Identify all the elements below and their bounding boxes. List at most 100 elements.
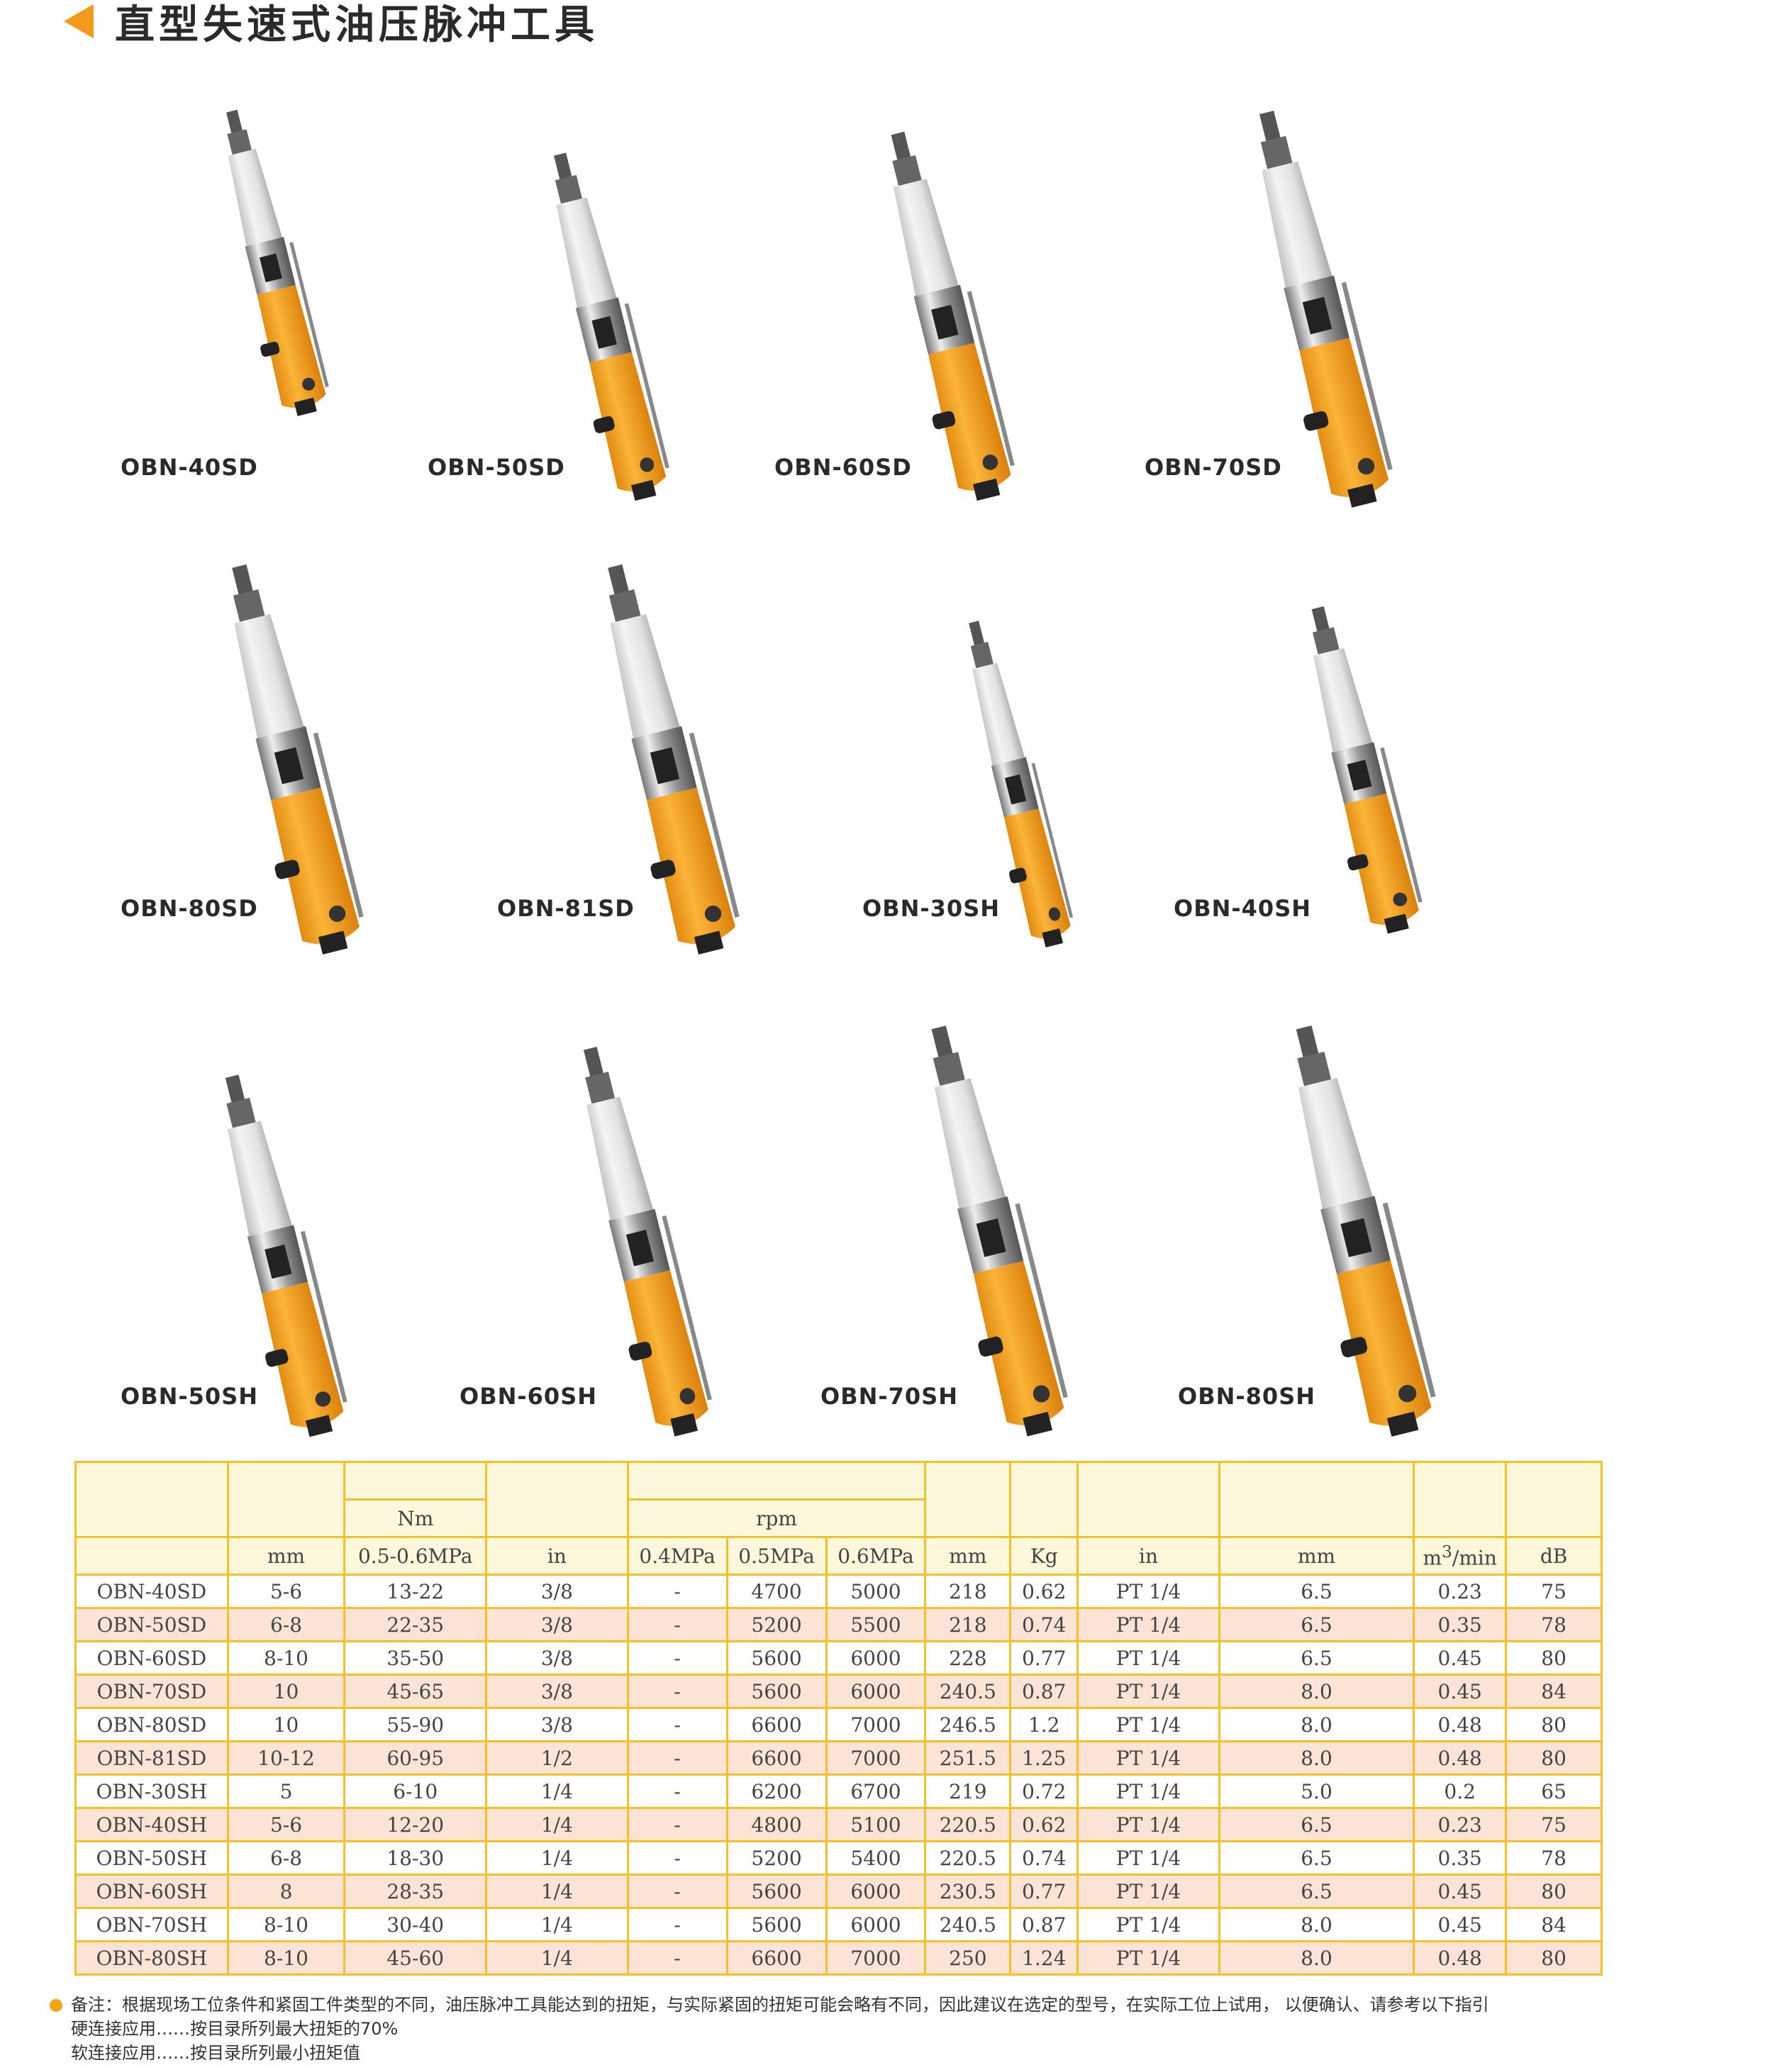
table-cell: 5100 — [825, 1807, 927, 1842]
table-cell: 0.48 — [1413, 1740, 1508, 1776]
table-cell: 8-10 — [226, 1940, 346, 1976]
model-cell: OBN-60SH — [74, 1874, 229, 1909]
table-cell: 0.48 — [1413, 1940, 1508, 1976]
table-cell: - — [626, 1874, 728, 1909]
table-cell: 28-35 — [343, 1874, 488, 1909]
table-cell: 0.45 — [1413, 1674, 1508, 1709]
table-cell: 55-90 — [343, 1707, 488, 1742]
model-label: OBN-81SD — [497, 895, 635, 922]
table-cell: 6.5 — [1218, 1807, 1415, 1842]
table-cell: 6000 — [825, 1907, 927, 1942]
model-cell: OBN-80SH — [74, 1940, 229, 1976]
table-cell: PT 1/4 — [1076, 1774, 1220, 1809]
table-cell: - — [626, 1840, 728, 1876]
table-cell: 8.0 — [1218, 1940, 1415, 1976]
tool-image-obn-80sh — [1256, 1015, 1454, 1445]
table-cell: 45-60 — [343, 1940, 488, 1976]
tool-image-obn-40sd — [197, 102, 341, 422]
table-cell: - — [626, 1674, 728, 1709]
table-cell: PT 1/4 — [1076, 1607, 1220, 1642]
header-cell — [343, 1461, 488, 1501]
unit-cell: in — [485, 1536, 629, 1576]
table-cell: 6.5 — [1218, 1607, 1415, 1642]
table-cell: 8-10 — [226, 1907, 346, 1942]
speed-group-header: rpm — [626, 1498, 927, 1538]
table-cell: 12-20 — [343, 1807, 488, 1842]
table-cell: 22-35 — [343, 1607, 488, 1642]
table-cell: 6000 — [825, 1640, 927, 1676]
table-cell: 10 — [226, 1674, 346, 1709]
air-unit-cell: m3/min — [1413, 1536, 1508, 1576]
model-cell: OBN-70SD — [74, 1674, 229, 1709]
table-cell: 1/4 — [485, 1774, 629, 1809]
bullet-dot-icon — [50, 1999, 62, 2012]
table-cell: 1/4 — [485, 1940, 629, 1976]
table-cell: 5 — [226, 1774, 346, 1809]
table-cell: 1/4 — [485, 1907, 629, 1942]
table-cell: 0.74 — [1009, 1607, 1079, 1642]
table-cell: 6-8 — [226, 1840, 346, 1876]
table-cell: 8.0 — [1218, 1740, 1415, 1776]
note-main: 备注：根据现场工位条件和紧固工件类型的不同，油压脉冲工具能达到的扭矩，与实际紧固… — [50, 1993, 1489, 2017]
table-cell: 10-12 — [226, 1740, 346, 1776]
table-cell: 8.0 — [1218, 1707, 1415, 1742]
table-cell: 3/8 — [485, 1574, 629, 1609]
triangle-left-icon — [64, 4, 94, 38]
table-cell: 5200 — [725, 1607, 828, 1642]
table-cell: 75 — [1505, 1574, 1603, 1609]
table-cell: 6.5 — [1218, 1840, 1415, 1876]
air-unit-suffix: min — [1459, 1546, 1497, 1570]
table-cell: 13-22 — [343, 1574, 488, 1609]
table-cell: 0.72 — [1009, 1774, 1079, 1809]
table-cell: 80 — [1505, 1640, 1603, 1676]
model-label: OBN-70SH — [820, 1383, 959, 1410]
table-cell: 80 — [1505, 1874, 1603, 1909]
table-cell: 6600 — [725, 1740, 828, 1776]
table-cell: 78 — [1505, 1607, 1603, 1642]
table-cell: 0.45 — [1413, 1640, 1508, 1676]
table-cell: 5-6 — [226, 1807, 346, 1842]
table-cell: 0.2 — [1413, 1774, 1508, 1809]
table-cell: 6-8 — [226, 1607, 346, 1642]
air-unit-prefix: m — [1423, 1546, 1442, 1570]
table-header-row — [74, 1461, 1603, 1538]
tool-image-obn-40sh — [1280, 599, 1436, 941]
model-cell: OBN-70SH — [74, 1907, 229, 1942]
table-cell: 35-50 — [343, 1640, 488, 1676]
header-cell — [924, 1461, 1012, 1538]
table-cell: 0.35 — [1413, 1607, 1508, 1642]
table-cell: 4800 — [725, 1807, 828, 1842]
table-cell: 0.62 — [1009, 1807, 1079, 1842]
model-label: OBN-80SH — [1178, 1383, 1316, 1410]
model-cell: OBN-50SD — [74, 1607, 229, 1642]
table-cell: - — [626, 1740, 728, 1776]
table-cell: 246.5 — [924, 1707, 1012, 1742]
table-cell: - — [626, 1907, 728, 1942]
table-cell: 80 — [1505, 1740, 1603, 1776]
table-cell: PT 1/4 — [1076, 1674, 1220, 1709]
table-cell: 8.0 — [1218, 1907, 1415, 1942]
torque-group-header: Nm — [343, 1498, 488, 1538]
table-cell: 6200 — [725, 1774, 828, 1809]
table-cell: 6700 — [825, 1774, 927, 1809]
notes: 备注：根据现场工位条件和紧固工件类型的不同，油压脉冲工具能达到的扭矩，与实际紧固… — [50, 1993, 1489, 2065]
table-cell: 8 — [226, 1874, 346, 1909]
table-cell: - — [626, 1707, 728, 1742]
table-cell: PT 1/4 — [1076, 1940, 1220, 1976]
table-cell: 0.74 — [1009, 1840, 1079, 1876]
table-cell: 218 — [924, 1607, 1012, 1642]
table-cell: 1/2 — [485, 1740, 629, 1776]
table-cell: 1/4 — [485, 1840, 629, 1876]
page-header: 直型失速式油压脉冲工具 — [64, 0, 599, 48]
unit-cell: 0.5MPa — [725, 1536, 828, 1576]
table-cell: 5500 — [825, 1607, 927, 1642]
unit-cell: Kg — [1009, 1536, 1079, 1576]
table-cell: 5400 — [825, 1840, 927, 1876]
page-title: 直型失速式油压脉冲工具 — [115, 1, 599, 48]
model-cell: OBN-50SH — [74, 1840, 229, 1876]
